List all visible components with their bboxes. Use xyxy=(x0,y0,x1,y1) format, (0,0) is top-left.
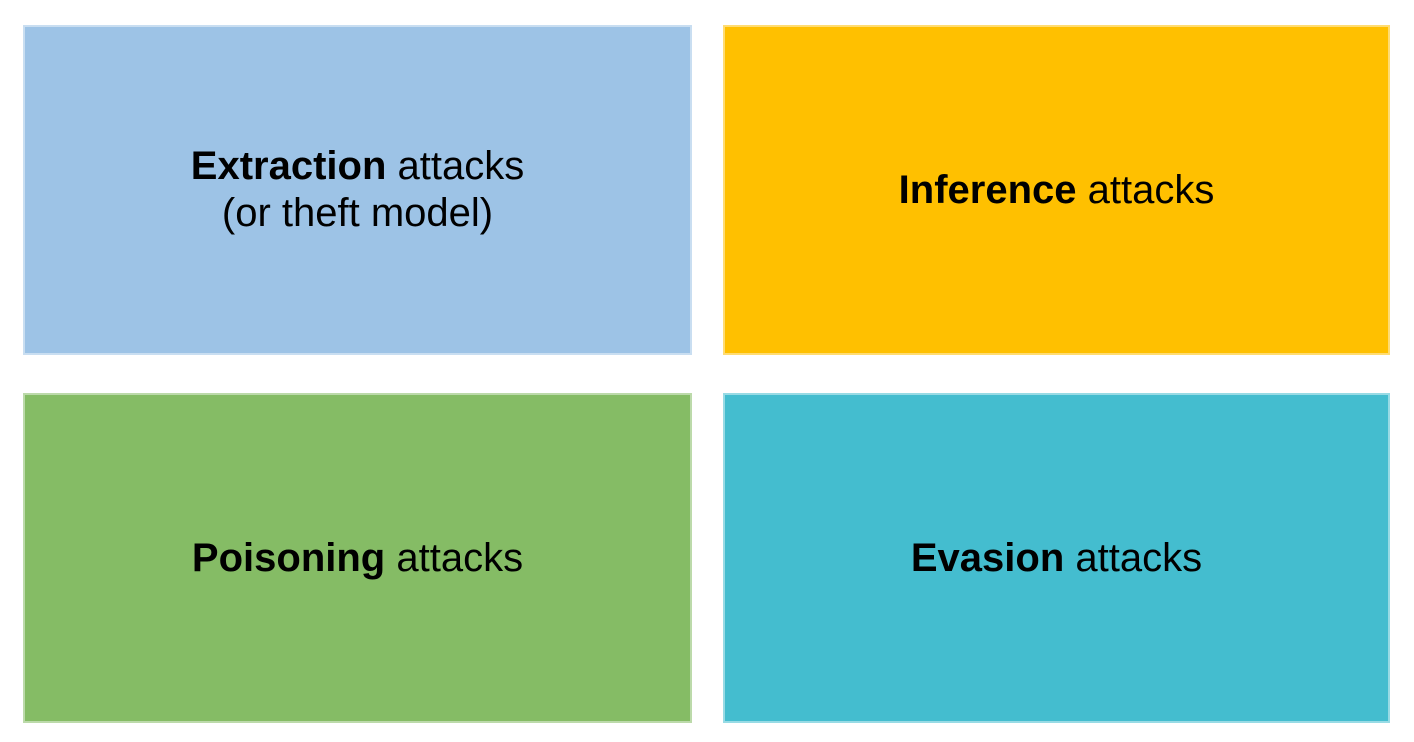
quadrant-extraction-attacks: Extraction attacks (or theft model) xyxy=(23,25,692,355)
poisoning-attacks-label-rest: attacks xyxy=(385,535,524,580)
inference-attacks-label: Inference attacks xyxy=(899,167,1215,214)
extraction-attacks-label: Extraction attacks xyxy=(191,143,524,190)
extraction-attacks-sublabel: (or theft model) xyxy=(221,191,494,235)
quadrant-evasion-attacks: Evasion attacks xyxy=(723,393,1390,723)
quadrant-grid: Extraction attacks (or theft model) Infe… xyxy=(23,25,1390,723)
evasion-attacks-label: Evasion attacks xyxy=(911,535,1202,582)
poisoning-attacks-label-bold: Poisoning xyxy=(191,535,386,580)
quadrant-inference-attacks: Inference attacks xyxy=(723,25,1390,355)
evasion-attacks-label-bold: Evasion xyxy=(910,535,1065,580)
extraction-attacks-label-bold: Extraction xyxy=(190,144,387,189)
poisoning-attacks-label: Poisoning attacks xyxy=(192,535,523,582)
evasion-attacks-label-rest: attacks xyxy=(1064,535,1203,580)
extraction-attacks-label-rest: attacks xyxy=(386,144,525,189)
inference-attacks-label-bold: Inference xyxy=(898,167,1077,212)
quadrant-poisoning-attacks: Poisoning attacks xyxy=(23,393,692,723)
inference-attacks-label-rest: attacks xyxy=(1076,167,1215,212)
